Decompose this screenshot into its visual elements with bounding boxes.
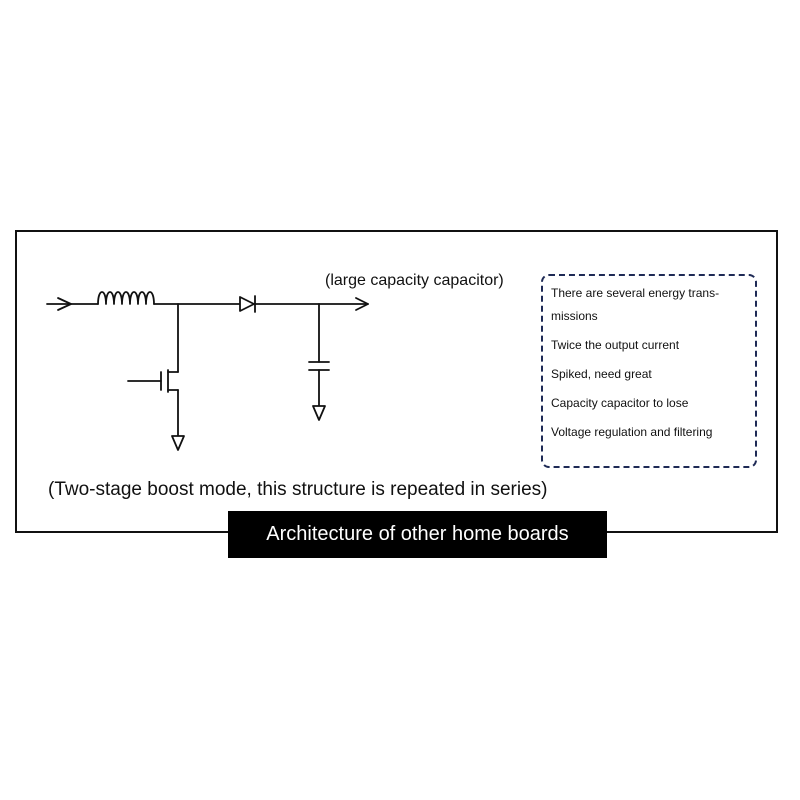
note-line: Voltage regulation and filtering <box>551 425 713 439</box>
input-arrow <box>46 297 99 311</box>
note-line: Twice the output current <box>551 338 680 352</box>
mode-caption: (Two-stage boost mode, this structure is… <box>48 479 548 500</box>
note-line: Capacity capacitor to lose <box>551 396 689 410</box>
output-arrow <box>254 297 369 311</box>
capacitor-label: (large capacity capacitor) <box>325 272 504 289</box>
note-line: There are several energy trans- <box>551 286 720 300</box>
inductor-symbol <box>97 291 155 305</box>
banner-title: Architecture of other home boards <box>228 511 607 558</box>
notes-box: There are several energy trans- missions… <box>541 274 757 468</box>
capacitor-symbol <box>308 303 330 407</box>
diode-symbol <box>239 295 256 313</box>
note-line: missions <box>551 309 598 323</box>
mosfet-switch-symbol <box>127 303 179 437</box>
ground-icon <box>171 435 185 451</box>
note-line: Spiked, need great <box>551 367 652 381</box>
ground-icon <box>312 405 326 421</box>
